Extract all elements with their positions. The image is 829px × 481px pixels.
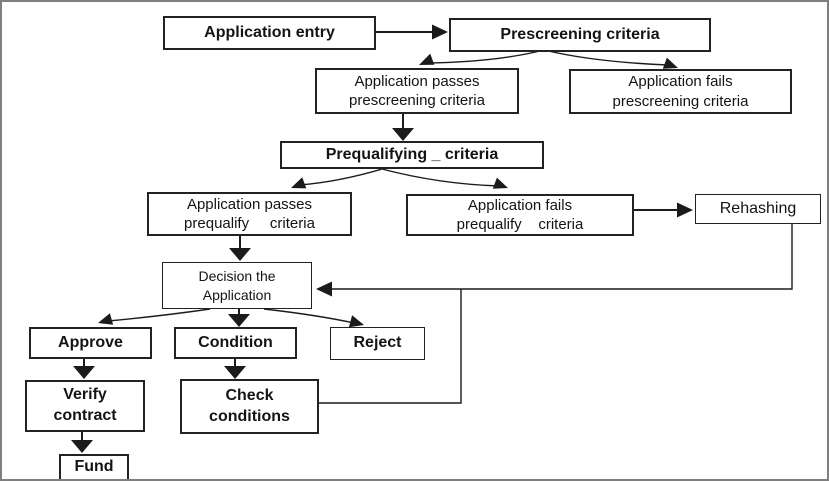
edge-decision-to-approve [98, 308, 211, 325]
edge-passes-prescreening-to-prequalifying [392, 114, 414, 141]
edge-passes-prequalify-to-decision [229, 236, 251, 261]
edge-prequalifying-to-passes-prequalify [291, 168, 383, 189]
node-approve: Approve [29, 327, 152, 359]
edge-decision-to-condition [228, 309, 250, 327]
node-condition: Condition [174, 327, 297, 359]
node-application-fails-prescreening: Application fails prescreening criteria [569, 69, 792, 114]
node-check-conditions: Check conditions [180, 379, 319, 434]
node-reject: Reject [330, 327, 425, 360]
edge-rehashing-to-decision [316, 223, 793, 297]
node-rehashing: Rehashing [695, 194, 821, 224]
edge-application-entry-to-prescreening-criteria [376, 24, 448, 40]
edge-fails-prequalify-to-rehashing [634, 202, 693, 218]
node-application-passes-prescreening: Application passes prescreening criteria [315, 68, 519, 114]
node-application-passes-prequalify: Application passes prequalify criteria [147, 192, 352, 236]
edge-verify-contract-to-fund [71, 432, 93, 453]
node-prescreening-criteria: Prescreening criteria [449, 18, 711, 52]
edge-approve-to-verify-contract [73, 359, 95, 379]
edge-prescreening-to-fails-prescreening [543, 49, 678, 69]
node-decision-the-application: Decision the Application [162, 262, 312, 309]
edge-check-conditions-to-decision [319, 289, 462, 404]
edge-decision-to-reject [263, 308, 364, 328]
edge-condition-to-check-conditions [224, 359, 246, 379]
node-application-fails-prequalify: Application fails prequalify criteria [406, 194, 634, 236]
edge-prequalifying-to-fails-prequalify [381, 168, 508, 189]
node-application-entry: Application entry [163, 16, 376, 50]
node-fund: Fund [59, 454, 129, 479]
node-verify-contract: Verify contract [25, 380, 145, 432]
node-prequalifying-criteria: Prequalifying _ criteria [280, 141, 544, 169]
edge-prescreening-to-passes-prescreening [419, 49, 545, 65]
